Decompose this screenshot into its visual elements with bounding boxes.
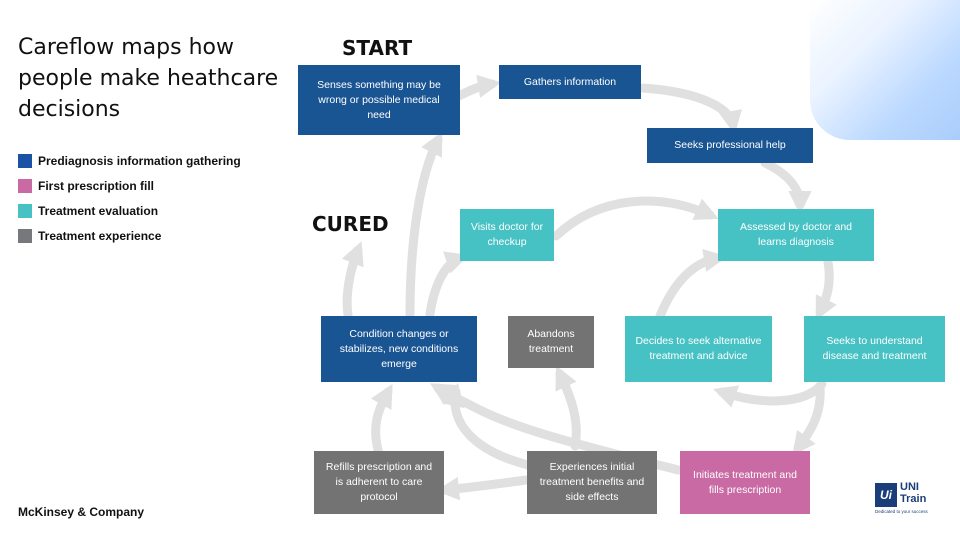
- logo-mark: Ui: [875, 483, 897, 507]
- legend-item-experience: Treatment experience: [18, 223, 241, 248]
- arrow-assessed-to-understand: [815, 257, 837, 321]
- logo-word-train: Train: [900, 493, 927, 505]
- node-seeks-help: Seeks professional help: [647, 128, 813, 163]
- arrow-seeks-help-to-assessed: [760, 158, 812, 215]
- arrow-experiences-to-abandons: [555, 365, 581, 451]
- arrow-condition-to-senses: [405, 131, 443, 319]
- node-alternative: Decides to seek alternative treatment an…: [625, 316, 772, 382]
- arrow-condition-to-cured: [341, 241, 364, 320]
- node-abandons: Abandons treatment: [508, 316, 594, 368]
- footer-brand: McKinsey & Company: [18, 505, 145, 519]
- cured-label: CURED: [312, 212, 389, 236]
- legend-item-prediagnosis: Prediagnosis information gathering: [18, 148, 241, 173]
- node-assessed: Assessed by doctor and learns diagnosis: [718, 209, 874, 261]
- arrow-condition-to-visits: [425, 251, 469, 319]
- arrow-alternative-to-assessed: [655, 248, 728, 321]
- logo-word: UNI Train: [900, 481, 926, 505]
- arrow-experiences-to-condition: [441, 382, 533, 470]
- legend-swatch: [18, 203, 32, 218]
- legend-label: Prediagnosis information gathering: [38, 153, 241, 168]
- page-title: Careflow maps how people make heathcare …: [18, 35, 279, 122]
- start-label: START: [342, 36, 413, 60]
- logo-tagline: Dedicated to your success: [875, 509, 928, 514]
- legend-swatch: [18, 228, 32, 243]
- node-experiences: Experiences initial treatment benefits a…: [527, 451, 657, 514]
- arrow-experiences-to-refills: [435, 475, 531, 501]
- legend-label: Treatment evaluation: [38, 203, 159, 218]
- logo-word-uni: UNI: [900, 481, 919, 493]
- unitrain-logo: Ui UNI Train Dedicated to your success: [872, 480, 942, 518]
- node-senses: Senses something may be wrong or possibl…: [298, 65, 460, 135]
- legend-item-evaluation: Treatment evaluation: [18, 198, 241, 223]
- legend-label: First prescription fill: [38, 178, 155, 193]
- legend-label: Treatment experience: [38, 228, 162, 243]
- arrow-understand-to-alternative: [713, 379, 827, 408]
- node-understand: Seeks to understand disease and treatmen…: [804, 316, 945, 382]
- node-gathers: Gathers information: [499, 65, 641, 99]
- node-visits: Visits doctor for checkup: [460, 209, 554, 261]
- node-condition: Condition changes or stabilizes, new con…: [321, 316, 477, 382]
- arrow-gathers-to-seeks-help: [638, 83, 743, 135]
- arrow-understand-to-initiates: [792, 381, 825, 456]
- node-initiates: Initiates treatment and fills prescripti…: [680, 451, 810, 514]
- legend-swatch: [18, 153, 32, 168]
- arrow-refills-to-condition: [370, 383, 393, 455]
- legend: Prediagnosis information gathering First…: [18, 148, 241, 248]
- legend-item-prescription: First prescription fill: [18, 173, 241, 198]
- corner-gradient: [810, 0, 960, 140]
- arrow-senses-to-gathers: [450, 74, 502, 103]
- node-refills: Refills prescription and is adherent to …: [314, 451, 444, 514]
- legend-swatch: [18, 178, 32, 193]
- arrow-visits-to-assessed: [551, 196, 719, 241]
